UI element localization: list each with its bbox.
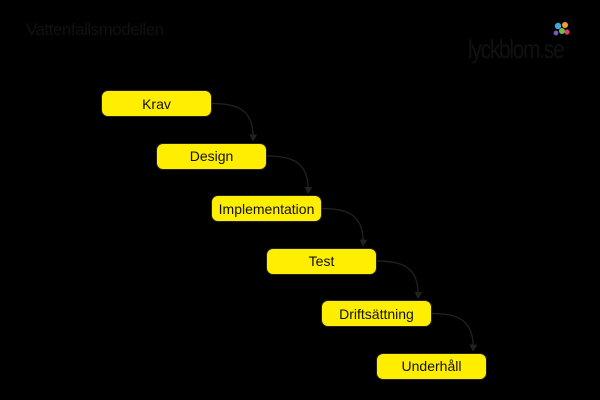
flow-arrow-5 [431,312,478,352]
flow-arrow-4 [376,260,423,299]
flow-arrow-3 [321,207,368,247]
step-box-4: Test [266,247,377,275]
flow-arrow-2 [266,155,313,194]
step-box-1: Krav [101,90,212,117]
step-box-2: Design [156,142,267,170]
step-box-6: Underhåll [376,352,487,380]
flow-arrow-1 [211,102,258,142]
step-box-3: Implementation [211,195,322,222]
diagram-title: Vattenfallsmodellen [26,20,164,39]
logo: lyckblom.se [468,20,578,70]
logo-text: lyckblom.se [468,34,565,64]
step-box-5: Driftsättning [321,300,432,327]
flower-icon [553,22,570,36]
